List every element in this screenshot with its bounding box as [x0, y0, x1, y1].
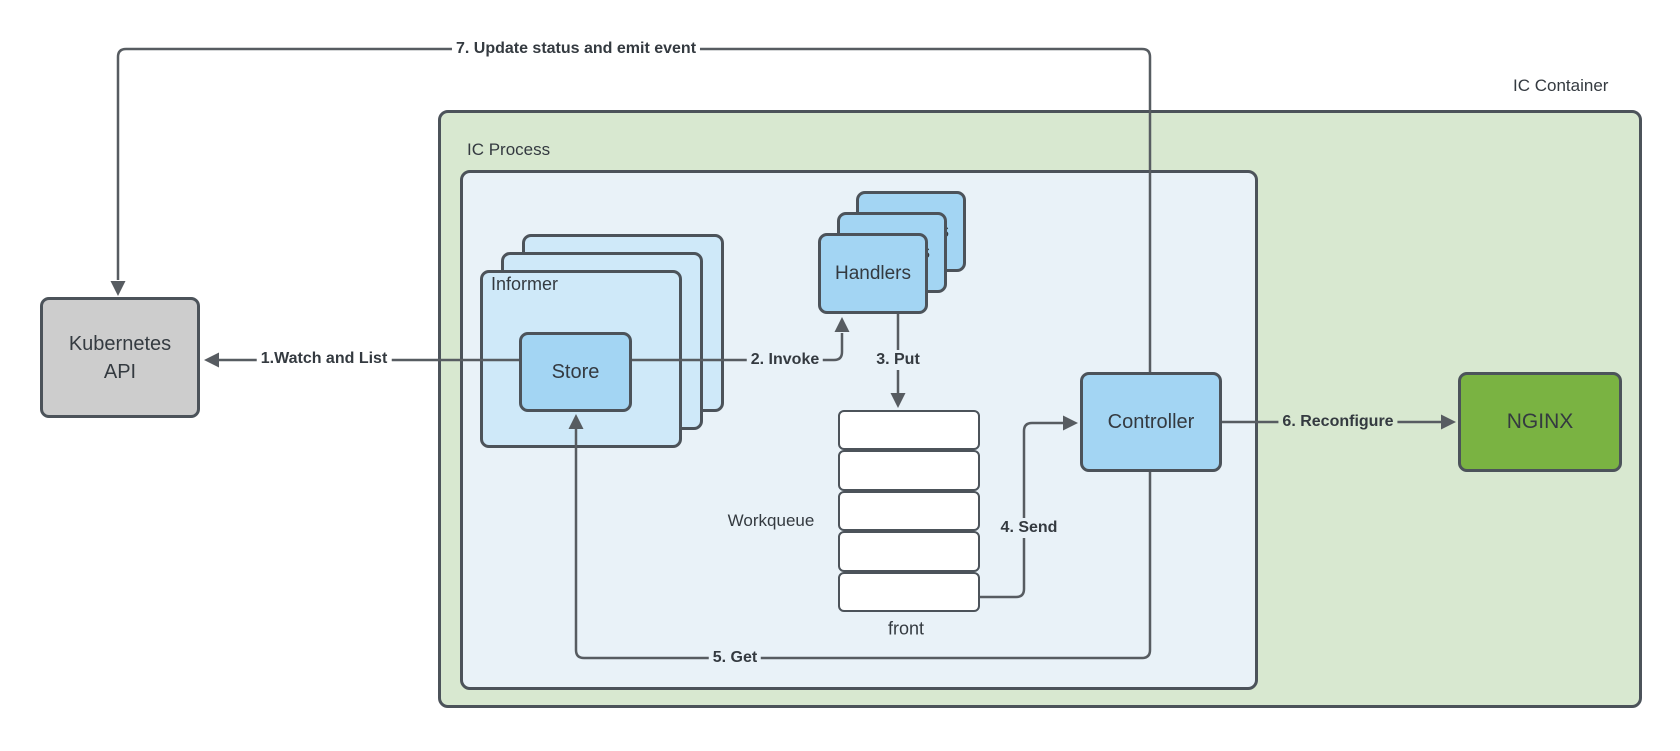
arrowhead-update-status: [110, 281, 126, 296]
ic-process-label: IC Process: [467, 140, 551, 159]
node-nginx: NGINX: [1458, 372, 1622, 472]
workqueue-front-label: front: [887, 618, 925, 639]
edge-label-put: 3. Put: [872, 350, 924, 370]
node-controller: Controller: [1080, 372, 1222, 472]
edge-label-watch-and-list: 1.Watch and List: [256, 349, 392, 369]
workqueue-cell: [838, 571, 980, 613]
edge-label-send: 4. Send: [996, 518, 1062, 538]
node-kubernetes-api: Kubernetes API: [40, 297, 200, 418]
edge-label-update-status: 7. Update status and emit event: [451, 39, 701, 59]
kubernetes-api-label-line1: Kubernetes: [68, 332, 172, 355]
informer-label: Informer: [491, 274, 559, 294]
workqueue-label: Workqueue: [727, 511, 815, 530]
controller-label: Controller: [1107, 410, 1195, 433]
node-workqueue: [838, 410, 980, 613]
kubernetes-api-label-line2: API: [103, 360, 137, 383]
workqueue-cell: [838, 410, 980, 451]
edge-label-get: 5. Get: [708, 648, 762, 668]
ic-container-label: IC Container: [1513, 76, 1609, 95]
node-store: Store: [519, 332, 632, 412]
edge-label-reconfigure: 6. Reconfigure: [1278, 412, 1398, 432]
arrowhead-watch-and-list: [204, 352, 219, 368]
edge-label-invoke: 2. Invoke: [746, 350, 824, 370]
nginx-label: NGINX: [1506, 410, 1574, 433]
handlers-label: Handlers: [834, 262, 912, 284]
store-label: Store: [551, 360, 600, 383]
node-handlers: Handlers: [818, 233, 928, 314]
workqueue-cell: [838, 450, 980, 491]
workqueue-cell: [838, 490, 980, 532]
kubernetes-api-label: Kubernetes API: [69, 330, 171, 386]
workqueue-cell: [838, 531, 980, 572]
